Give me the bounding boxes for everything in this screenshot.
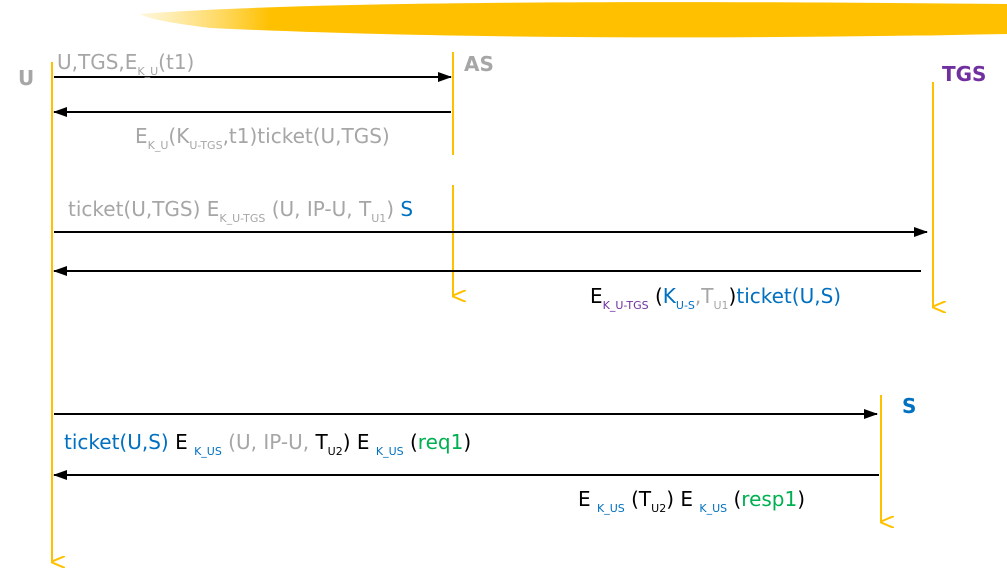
actor-user-label: U	[18, 66, 35, 90]
message-2-label: EK_U(KU-TGS,t1)ticket(U,TGS)	[135, 124, 390, 152]
message-4-label: EK_U-TGS (KU-S,TU1)ticket(U,S)	[590, 284, 842, 312]
actor-tgs-label: TGS	[942, 62, 987, 86]
actor-server-label: S	[902, 394, 917, 418]
message-5-label: ticket(U,S) E K_US (U, IP-U, TU2) E K_US…	[64, 430, 472, 458]
actor-as-label: AS	[464, 52, 494, 76]
message-1-label: U,TGS,EK_U(t1)	[57, 50, 195, 78]
message-3-label: ticket(U,TGS) EK_U-TGS (U, IP-U, TU1) S	[68, 197, 414, 225]
decorative-brush-stroke	[140, 2, 1007, 38]
message-6-label: E K_US (TU2) E K_US (resp1)	[578, 487, 806, 515]
